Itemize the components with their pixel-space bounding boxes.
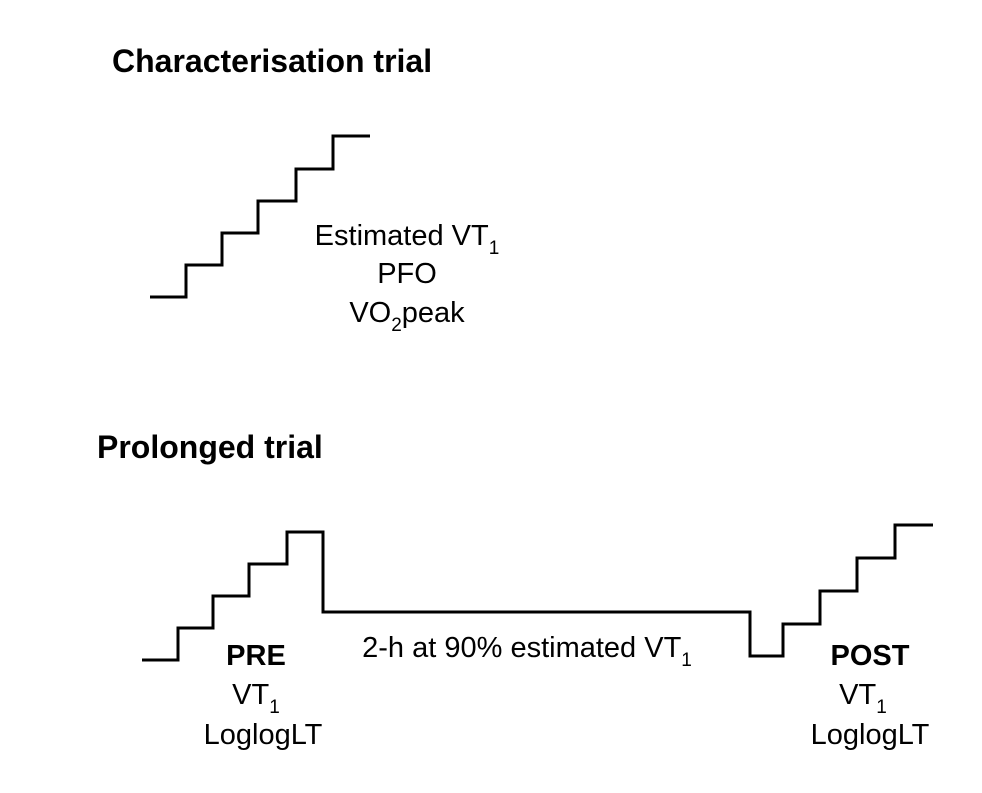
steady-state-label: 2-h at 90% estimated VT1 <box>362 632 692 671</box>
prolonged-step-profile <box>142 523 933 662</box>
pre-heading: PRE <box>226 640 286 672</box>
post-heading: POST <box>831 640 910 672</box>
vo2peak-label: VO2peak <box>349 297 465 336</box>
estimated-vt1-label: Estimated VT1 <box>315 220 500 259</box>
pre-vt1-label: VT1 <box>232 679 280 718</box>
post-vt1-label: VT1 <box>839 679 887 718</box>
pre-loglog-label: LoglogLT <box>204 719 323 751</box>
pfo-label: PFO <box>377 258 437 290</box>
post-loglog-label: LoglogLT <box>811 719 930 751</box>
prolonged-trial-title: Prolonged trial <box>97 429 323 465</box>
characterisation-step-profile <box>150 134 370 299</box>
characterisation-trial-title: Characterisation trial <box>112 43 432 79</box>
